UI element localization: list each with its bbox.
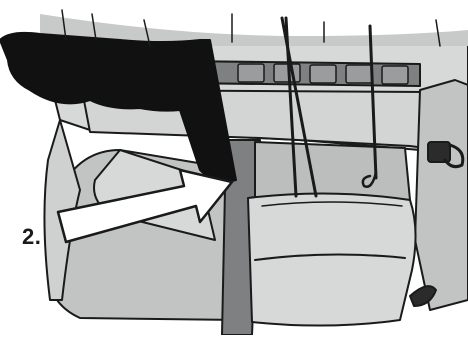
right-side-panel — [414, 79, 468, 311]
arrow-icon — [56, 168, 234, 244]
buckle-lower-icon — [409, 285, 437, 307]
zipper-pull-icon — [361, 170, 378, 188]
buckle-icon — [427, 141, 465, 169]
step-number-label: 2. — [22, 224, 42, 249]
pack-top-strip — [40, 14, 468, 46]
sleeve-opening — [254, 141, 411, 201]
cords — [61, 9, 441, 198]
hand-icon — [0, 31, 237, 183]
right-pocket-flap-edge — [254, 253, 406, 261]
right-pocket-seam — [261, 201, 403, 207]
right-lower-pocket — [247, 192, 417, 327]
